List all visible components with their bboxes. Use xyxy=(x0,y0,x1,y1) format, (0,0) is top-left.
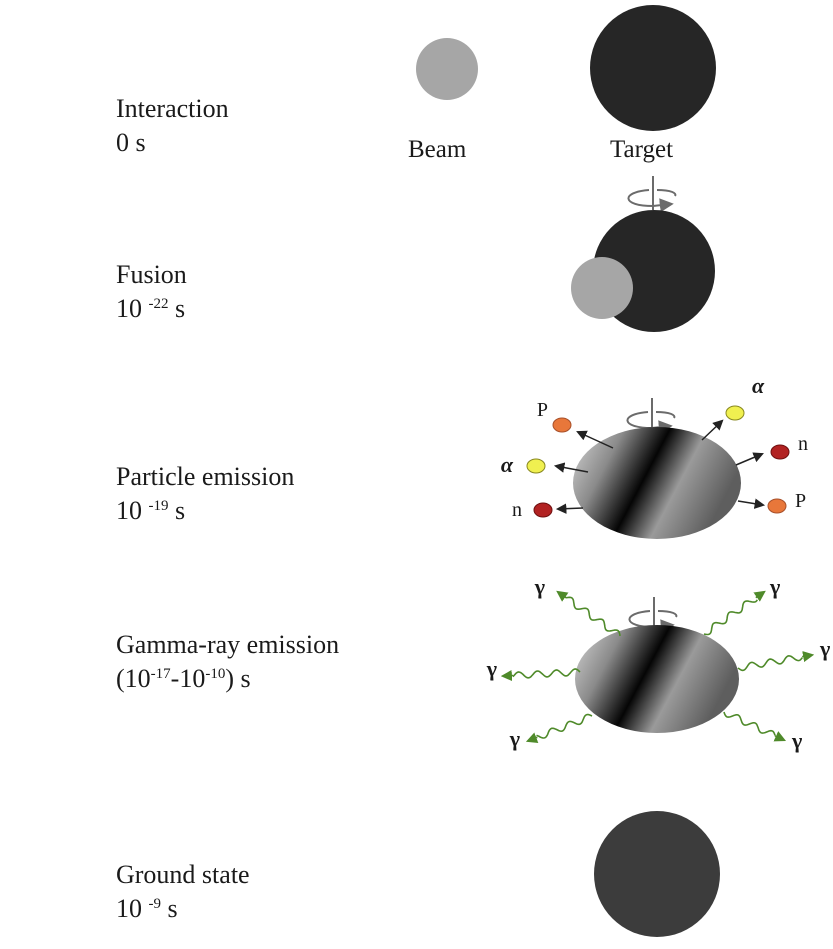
proton-emission-arrow xyxy=(737,498,766,509)
alpha-emission-arrow xyxy=(701,419,724,441)
stage-gamma-emission-label: Gamma-ray emission (10-17-10-10) s xyxy=(116,628,339,696)
gamma-ray-wave xyxy=(565,596,621,637)
excited-nucleus xyxy=(575,625,739,733)
stage-name: Ground state xyxy=(116,860,250,889)
gamma-ray-wave xyxy=(737,654,803,672)
target-nucleus xyxy=(590,5,716,131)
gamma-label: γ xyxy=(791,728,802,753)
gamma-ray-wave xyxy=(723,711,776,736)
stage-interaction-label: Interaction 0 s xyxy=(116,92,229,160)
gamma-label: γ xyxy=(509,726,520,751)
stage-name: Interaction xyxy=(116,94,229,123)
stage-time: (10-17-10-10) s xyxy=(116,664,251,693)
gamma-ray-arrowhead xyxy=(556,590,569,602)
gamma-ray-wave xyxy=(703,599,758,636)
alpha-label: α xyxy=(501,452,514,477)
alpha-emission-arrow xyxy=(553,462,589,473)
proton-emission-arrow xyxy=(576,430,614,449)
alpha-particle xyxy=(725,405,745,421)
ground-state-nucleus xyxy=(594,811,720,937)
stage-time: 10 -9 s xyxy=(116,894,178,923)
neutron-emission-arrow xyxy=(735,452,764,466)
gamma-label: γ xyxy=(769,574,780,599)
fused-beam-nucleus xyxy=(571,257,633,319)
gamma-label: γ xyxy=(534,574,545,599)
stage-name: Fusion xyxy=(116,260,187,289)
neutron-particle xyxy=(770,444,790,460)
stage-name: Particle emission xyxy=(116,462,295,491)
gamma-ray-arrowhead xyxy=(500,669,514,682)
alpha-label: α xyxy=(752,373,765,398)
neutron-particle xyxy=(533,502,553,518)
stage-fusion-label: Fusion 10 -22 s xyxy=(116,258,187,326)
beam-nucleus xyxy=(416,38,478,100)
proton-particle xyxy=(552,417,572,433)
stage-time: 10 -22 s xyxy=(116,294,186,323)
gamma-label: γ xyxy=(819,636,830,661)
neutron-label: n xyxy=(798,433,808,455)
neutron-emission-arrow xyxy=(555,503,584,514)
stage-name: Gamma-ray emission xyxy=(116,630,340,659)
beam-caption: Beam xyxy=(408,136,467,163)
gamma-ray-arrowhead xyxy=(802,651,815,663)
target-caption: Target xyxy=(610,136,674,163)
proton-label: P xyxy=(537,399,548,421)
gamma-waves xyxy=(500,590,815,743)
gamma-label: γ xyxy=(486,656,497,681)
compound-nucleus xyxy=(573,427,741,539)
stage-time: 0 s xyxy=(116,128,146,157)
proton-particle xyxy=(767,498,787,514)
proton-label: P xyxy=(795,490,806,512)
stage-ground-state-label: Ground state 10 -9 s xyxy=(116,858,250,926)
stage-time: 10 -19 s xyxy=(116,496,186,525)
gamma-ray-arrowhead xyxy=(773,731,787,742)
alpha-particle xyxy=(526,458,546,474)
gamma-ray-wave xyxy=(512,668,581,679)
gamma-ray-wave xyxy=(536,713,593,739)
gamma-ray-arrowhead xyxy=(525,732,539,743)
stage-particle-emission-label: Particle emission 10 -19 s xyxy=(116,460,294,528)
gamma-ray-arrowhead xyxy=(753,590,766,602)
neutron-label: n xyxy=(512,499,522,521)
rotation-arrow-icon xyxy=(627,176,677,213)
